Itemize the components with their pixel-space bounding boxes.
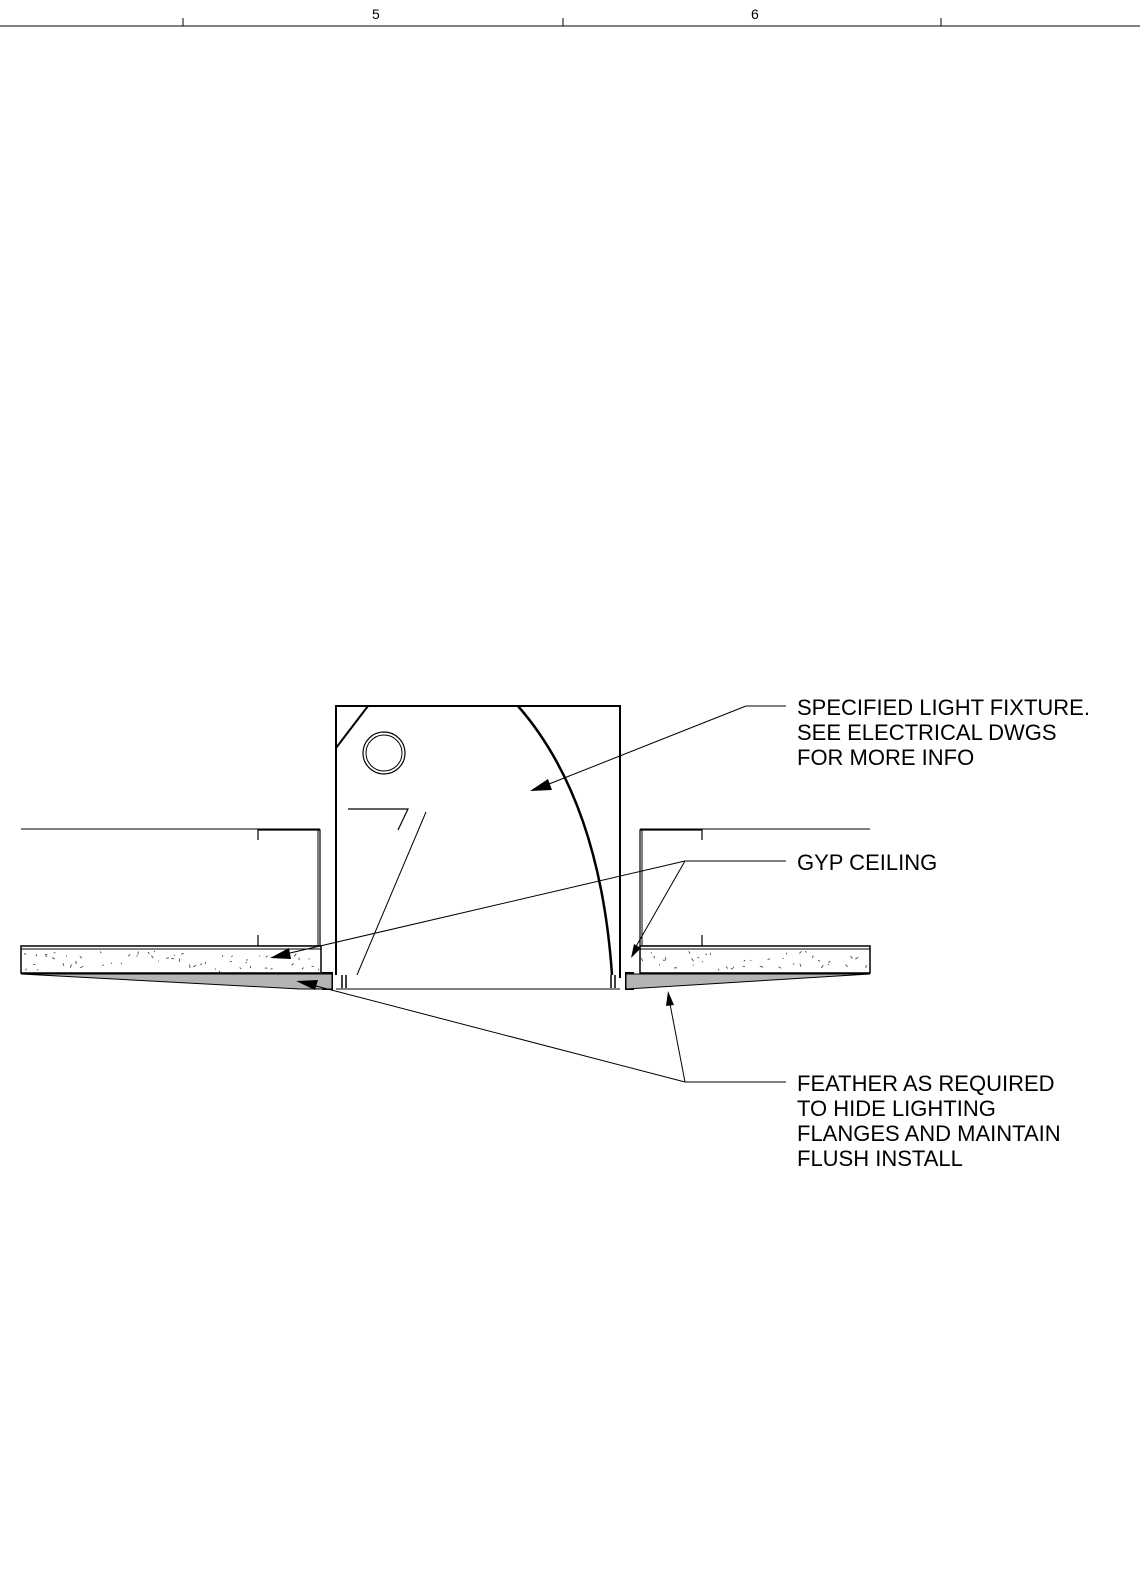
gyp-speckle-mark: [688, 951, 691, 954]
gyp-speckle-mark: [45, 954, 47, 958]
gyp-speckle-mark: [218, 970, 221, 973]
gyp-speckle-mark: [128, 953, 131, 957]
gyp-speckle-mark: [782, 957, 784, 960]
gyp-speckle-mark: [812, 955, 814, 959]
gyp-speckle-mark: [171, 957, 175, 960]
gyp-speckle-mark: [293, 953, 297, 957]
gyp-speckle-mark: [166, 957, 170, 959]
gyp-speckle-mark: [640, 957, 644, 962]
gyp-speckle-mark: [778, 966, 782, 969]
callout-light-fixture: SPECIFIED LIGHT FIXTURE. SEE ELECTRICAL …: [797, 695, 1090, 770]
gyp-speckle-mark: [692, 964, 694, 966]
gyp-speckle-mark: [23, 953, 27, 956]
ruler-number-6: 6: [751, 6, 759, 22]
callout-line: FLUSH INSTALL: [797, 1146, 963, 1171]
gyp-speckle-mark: [855, 956, 859, 960]
gyp-speckle-mark: [820, 964, 824, 969]
gyp-speckle-mark: [32, 963, 36, 966]
gyp-speckle-mark: [767, 958, 771, 960]
gyp-speckle-mark: [99, 951, 102, 954]
gyp-speckle-mark: [730, 967, 734, 970]
gyp-speckle-mark: [742, 965, 745, 967]
gyp-speckle-mark: [743, 959, 746, 962]
feathered-compound: [20, 973, 871, 990]
gyp-speckle-mark: [717, 968, 720, 971]
gyp-speckle-mark: [799, 951, 802, 954]
gyp-speckle-mark: [804, 951, 807, 953]
gyp-speckle-mark: [311, 965, 314, 967]
gyp-speckle-mark: [291, 963, 294, 966]
gyp-speckle-mark: [265, 955, 268, 958]
light-fixture-housing: [335, 705, 621, 990]
callout-line: SEE ELECTRICAL DWGS: [797, 720, 1057, 745]
callout-line: GYP CEILING: [797, 850, 938, 875]
arrowhead-feather-left: [296, 980, 318, 990]
fixture-flanges: [322, 972, 634, 990]
callout-feather: FEATHER AS REQUIRED TO HIDE LIGHTING FLA…: [797, 1071, 1061, 1171]
gyp-ceiling-board-right: [639, 945, 871, 974]
gyp-ceiling-board-left: [20, 945, 322, 974]
gyp-speckle-mark: [193, 964, 197, 968]
gyp-speckle-mark: [25, 968, 27, 971]
sheet-ruler: [0, 18, 1140, 27]
gyp-speckle-mark: [136, 955, 138, 957]
gyp-speckle-mark: [214, 968, 217, 970]
gyp-speckle-mark: [799, 963, 802, 967]
gyp-speckle-mark: [173, 954, 176, 956]
right-framing-channel: [639, 828, 870, 947]
callout-line: TO HIDE LIGHTING: [797, 1096, 996, 1121]
gyp-speckle-mark: [301, 967, 304, 970]
arrowhead-fixture: [530, 779, 552, 791]
gyp-speckle-mark: [52, 957, 55, 960]
gyp-speckle-mark: [199, 963, 203, 966]
callout-line: FOR MORE INFO: [797, 745, 975, 770]
gyp-speckle-mark: [231, 955, 233, 958]
callout-line: FEATHER AS REQUIRED: [797, 1071, 1055, 1096]
gyp-speckle-mark: [189, 964, 191, 968]
gyp-speckle-mark: [845, 964, 848, 968]
gyp-speckle-mark: [204, 961, 207, 965]
leader-feather: [315, 985, 786, 1083]
leader-gyp-ceiling: [289, 860, 786, 954]
gyp-speckle-mark: [705, 953, 708, 956]
gyp-speckle-mark: [725, 966, 729, 969]
gyp-speckle-mark: [732, 966, 735, 969]
callout-gyp-ceiling: GYP CEILING: [797, 850, 937, 875]
callout-line: FLANGES AND MAINTAIN: [797, 1121, 1061, 1146]
leader-fixture: [543, 705, 786, 787]
gyp-speckle-mark: [239, 967, 242, 969]
gyp-speckle-mark: [828, 960, 831, 964]
gyp-speckle-mark: [759, 965, 764, 968]
gyp-speckle-mark: [865, 965, 867, 969]
gyp-speckle-left: [23, 950, 320, 973]
gyp-speckle-mark: [709, 952, 712, 955]
callout-line: SPECIFIED LIGHT FIXTURE.: [797, 695, 1090, 720]
gyp-speckle-mark: [62, 962, 65, 966]
gyp-speckle-mark: [792, 963, 795, 965]
gyp-speckle-mark: [79, 965, 84, 969]
gyp-speckle-mark: [79, 956, 83, 959]
arrowhead-gyp-right: [631, 944, 641, 958]
gyp-speckle-mark: [691, 958, 694, 962]
left-framing-channel: [21, 828, 321, 947]
gyp-speckle-mark: [181, 953, 184, 955]
gyp-speckle-mark: [178, 958, 181, 962]
arrowhead-feather-right: [666, 991, 674, 1006]
gyp-speckle-mark: [69, 964, 72, 968]
gyp-speckle-mark: [665, 957, 667, 960]
gyp-speckle-right: [640, 951, 867, 971]
gyp-speckle-mark: [102, 964, 104, 967]
gyp-speckle-mark: [75, 960, 77, 965]
gyp-speckle-mark: [827, 964, 829, 966]
ruler-number-5: 5: [372, 6, 380, 22]
gyp-speckle-mark: [317, 968, 320, 971]
arrowhead-gyp-left: [270, 948, 291, 959]
gyp-speckle-mark: [151, 955, 154, 959]
gyp-speckle-mark: [153, 950, 156, 953]
gyp-speckle-mark: [817, 960, 821, 962]
gyp-speckle-mark: [147, 951, 150, 955]
gyp-speckle-mark: [850, 955, 853, 959]
